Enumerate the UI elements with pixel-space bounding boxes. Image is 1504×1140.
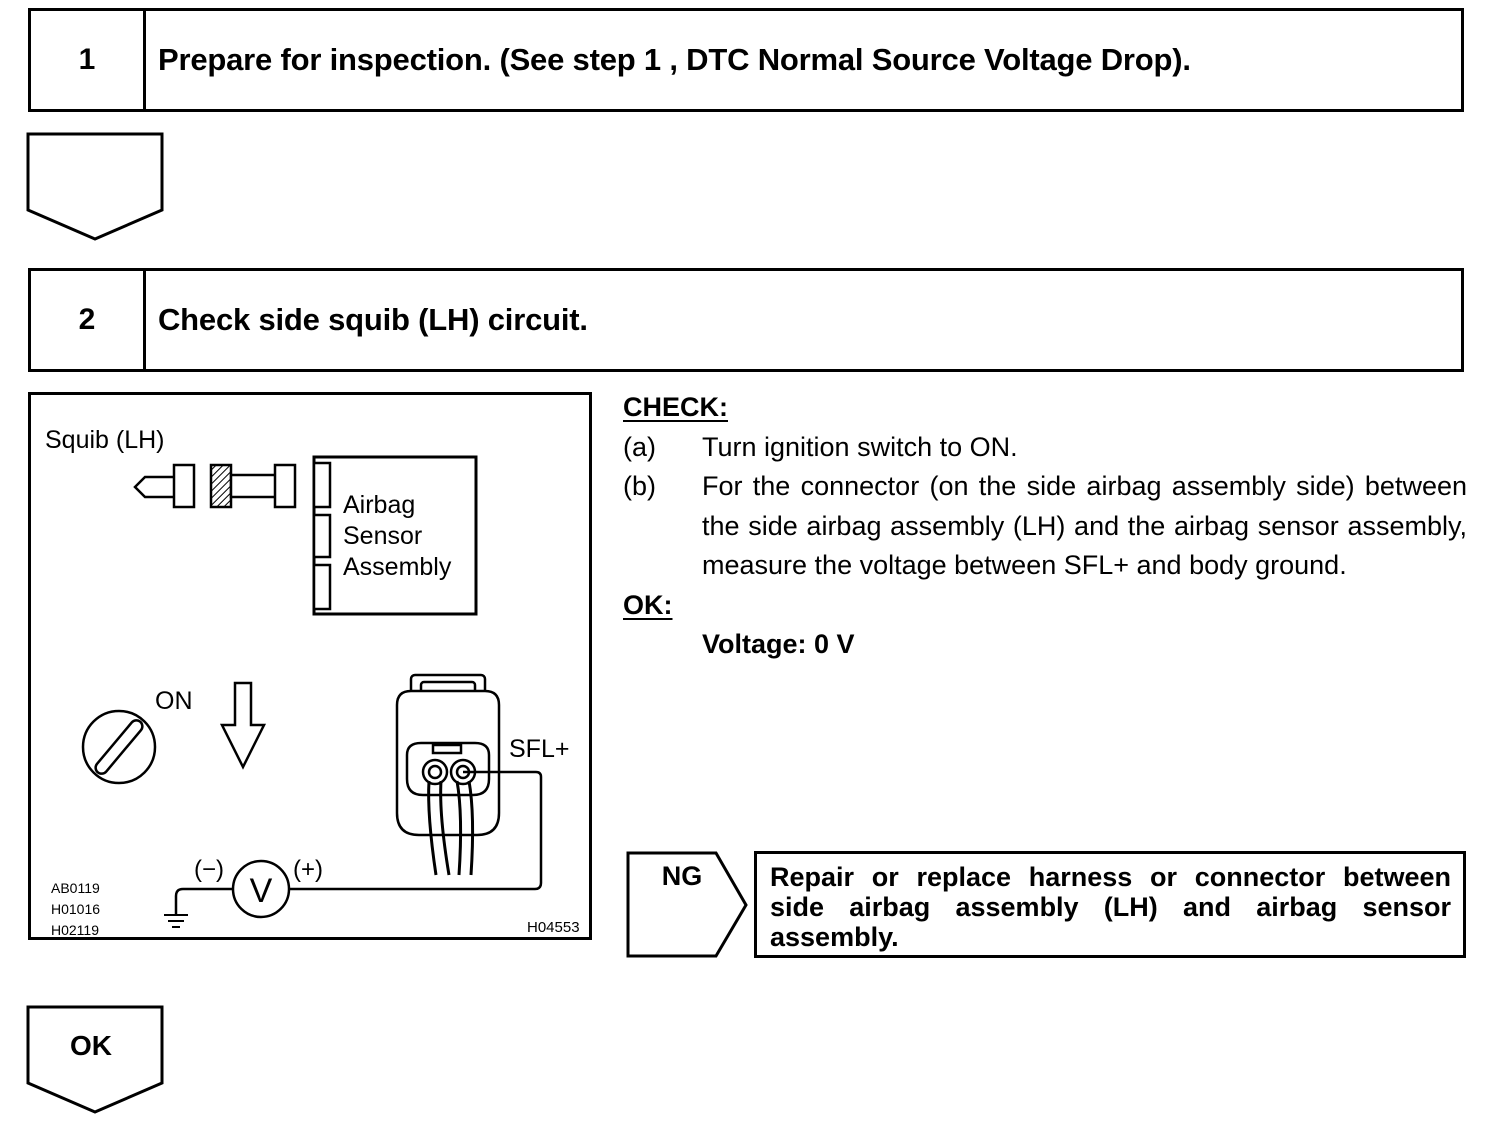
ref-code: H01016 bbox=[51, 901, 100, 917]
step-title: Check side squib (LH) circuit. bbox=[158, 302, 588, 337]
ref-code: H02119 bbox=[51, 922, 99, 937]
squib-label: Squib (LH) bbox=[45, 426, 165, 454]
on-label: ON bbox=[155, 687, 193, 715]
ok-flow-label: OK bbox=[70, 1030, 112, 1061]
airbag-connector-icon bbox=[395, 673, 501, 876]
sensor-label: Sensor bbox=[343, 522, 422, 550]
ground-icon bbox=[164, 914, 188, 928]
ng-action-box: Repair or replace harness or connector b… bbox=[754, 851, 1466, 958]
item-text: For the connector (on the side airbag as… bbox=[702, 471, 1467, 580]
ignition-switch-icon bbox=[81, 709, 157, 785]
check-item: (a) Turn ignition switch to ON. bbox=[623, 428, 1467, 468]
ref-code: AB0119 bbox=[51, 880, 100, 896]
item-label: (a) bbox=[623, 431, 656, 462]
squib-circuit-illustration: Squib (LH) Airbag Sensor Assembly ON bbox=[45, 426, 580, 937]
flow-arrow-icon bbox=[26, 132, 164, 241]
item-text: Turn ignition switch to ON. bbox=[702, 431, 1018, 462]
ok-heading: OK: bbox=[623, 589, 673, 620]
plus-label: (+) bbox=[293, 856, 323, 883]
wiring-diagram: Squib (LH) Airbag Sensor Assembly ON bbox=[28, 392, 592, 940]
ground-wire bbox=[174, 887, 233, 915]
voltmeter-icon: V bbox=[231, 859, 291, 919]
step-2-header: 2 Check side squib (LH) circuit. bbox=[28, 268, 1464, 372]
item-label: (b) bbox=[623, 471, 656, 501]
check-instructions: CHECK: (a) Turn ignition switch to ON. (… bbox=[623, 388, 1467, 665]
figure-code: H04553 bbox=[527, 919, 580, 936]
down-arrow-icon bbox=[219, 681, 267, 770]
probe-wire bbox=[290, 770, 543, 891]
airbag-sensor-box: Airbag Sensor Assembly bbox=[312, 455, 478, 616]
minus-label: (−) bbox=[194, 856, 224, 883]
sensor-label: Assembly bbox=[343, 553, 452, 581]
step-number: 1 bbox=[31, 11, 146, 109]
ng-tag-icon: NG bbox=[626, 851, 748, 958]
ok-value: Voltage: 0 V bbox=[702, 629, 855, 659]
squib-connector-icon bbox=[133, 463, 297, 509]
step-number: 2 bbox=[31, 271, 146, 369]
ok-flow-arrow-icon bbox=[26, 1005, 164, 1114]
ng-label: NG bbox=[662, 861, 703, 891]
svg-text:V: V bbox=[250, 872, 273, 910]
sfl-plus-label: SFL+ bbox=[509, 735, 569, 763]
step-1-header: 1 Prepare for inspection. (See step 1 , … bbox=[28, 8, 1464, 112]
step-title: Prepare for inspection. (See step 1 , DT… bbox=[158, 42, 1191, 77]
check-item: (b) For the connector (on the side airba… bbox=[623, 467, 1467, 586]
check-heading: CHECK: bbox=[623, 392, 728, 422]
sensor-label: Airbag bbox=[343, 491, 415, 519]
